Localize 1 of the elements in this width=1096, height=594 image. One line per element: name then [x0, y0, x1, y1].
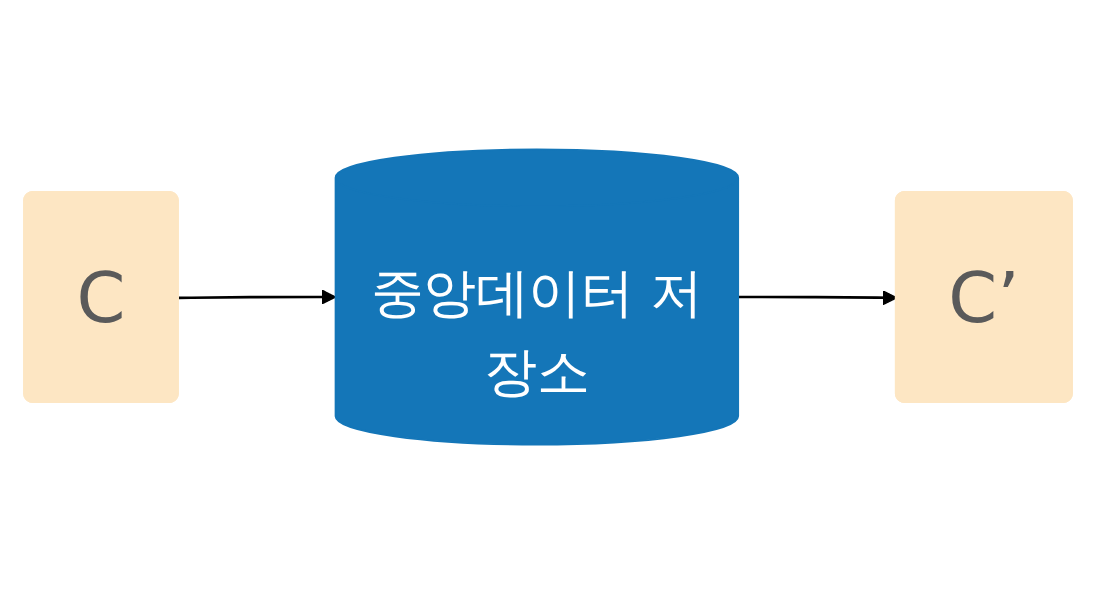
arrow — [178, 289, 337, 305]
